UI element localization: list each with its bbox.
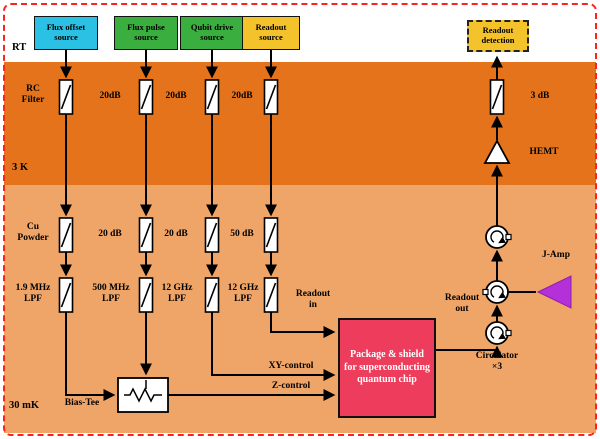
readout-detection-box: Readout detection: [467, 20, 529, 52]
lpf-symbols: [58, 277, 279, 313]
readout-in-label: Readout in: [295, 289, 331, 311]
readout-source-box: Readout source: [242, 16, 300, 50]
attenuator-50db-label: 50 dB: [230, 229, 254, 239]
j-amp-label: J-Amp: [542, 250, 570, 260]
flux-pulse-source-box: Flux pulse source: [114, 16, 178, 50]
circulator-symbols: [482, 225, 512, 345]
stage-label-rt: RT: [12, 42, 27, 53]
attenuator-20db-label: 20dB: [165, 91, 187, 101]
hemt-label: HEMT: [529, 147, 559, 157]
xy-control-label: XY-control: [268, 361, 314, 371]
readout-out-label: Readout out: [444, 293, 480, 315]
flux-offset-source-box: Flux offset source: [34, 16, 98, 50]
j-amp-symbol: [536, 275, 572, 309]
z-control-label: Z-control: [271, 381, 311, 391]
attenuator-20db-label: 20 dB: [164, 229, 188, 239]
attenuator-20db-label: 20dB: [231, 91, 253, 101]
signal-lines: [60, 50, 536, 401]
lpf-1p9mhz-label: 1.9 MHz LPF: [15, 283, 51, 305]
stage-label-3k: 3 K: [12, 162, 29, 173]
cu-powder-label: Cu Powder: [17, 222, 49, 244]
hemt-symbol: [483, 139, 511, 164]
attenuator-20db-label: 20dB: [99, 91, 121, 101]
lpf-12ghz-label: 12 GHz LPF: [227, 283, 259, 305]
lpf-500mhz-label: 500 MHz LPF: [92, 283, 130, 305]
attenuator-20db-label: 20 dB: [98, 229, 122, 239]
attenuator-symbols-3k: [58, 79, 505, 115]
bias-tee-symbol: [117, 377, 169, 413]
bias-tee-label: Bias-Tee: [64, 398, 100, 408]
attenuator-3db-label: 3 dB: [530, 91, 550, 101]
lpf-12ghz-label: 12 GHz LPF: [161, 283, 193, 305]
qubit-drive-source-box: Qubit drive source: [180, 16, 244, 50]
rc-filter-label: RC Filter: [21, 84, 45, 106]
attenuator-symbols-30mk: [58, 217, 279, 253]
package-shield-box: Package & shield for superconducting qua…: [338, 318, 436, 418]
circulator-label: Circulator ×3: [475, 351, 519, 373]
stage-label-30mk: 30 mK: [9, 400, 40, 411]
